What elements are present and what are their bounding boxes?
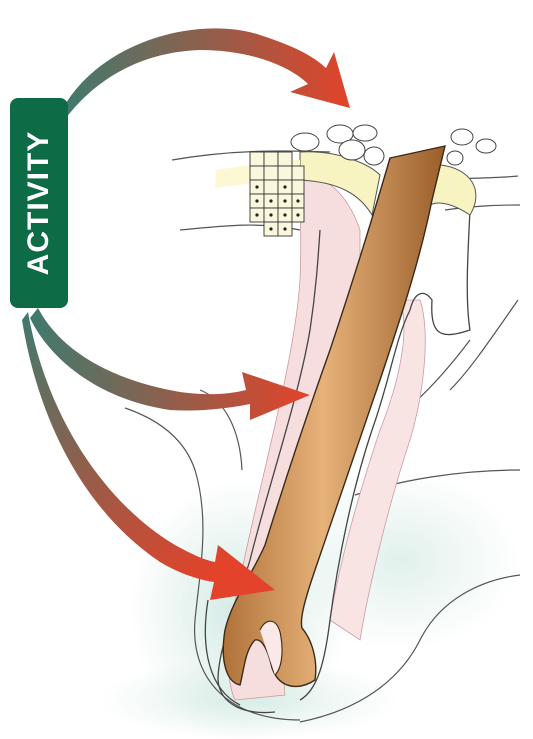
activity-label: ACTIVITY	[10, 98, 68, 308]
gradient-arrow-icon	[62, 28, 350, 118]
activity-label-text: ACTIVITY	[22, 131, 55, 276]
gradient-arrow-icon	[30, 308, 310, 420]
